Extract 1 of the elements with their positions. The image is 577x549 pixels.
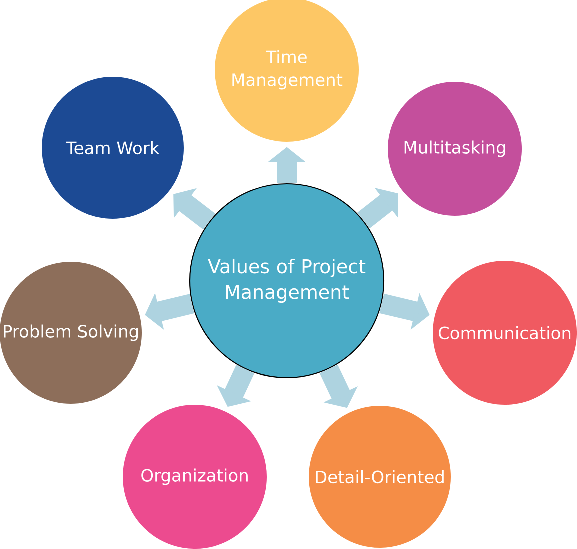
block-arrow [358, 188, 398, 229]
